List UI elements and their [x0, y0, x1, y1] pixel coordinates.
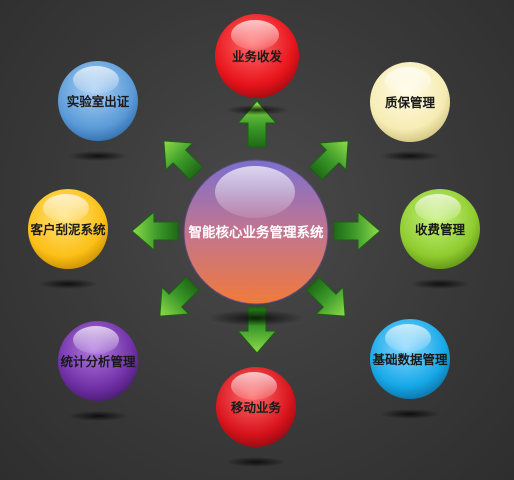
node-bottom-right: 基础数据管理: [370, 319, 450, 419]
arrow-to-left: [131, 210, 179, 252]
center-label: 智能核心业务管理系统: [189, 224, 324, 241]
arrow-to-right: [333, 210, 381, 252]
center-hub: 智能核心业务管理系统: [183, 159, 329, 326]
arrow-to-top-left: [163, 140, 204, 181]
node-right-label: 收费管理: [415, 222, 466, 237]
node-bottom-label: 移动业务: [231, 400, 282, 415]
node-left-label: 客户刮泥系统: [29, 222, 106, 237]
arrow-to-bottom-left: [159, 276, 200, 317]
node-bottom-right-label: 基础数据管理: [371, 352, 448, 367]
node-right: 收费管理: [400, 189, 480, 289]
node-top-left-label: 实验室出证: [67, 94, 130, 109]
node-bottom-left: 统计分析管理: [58, 321, 138, 421]
node-bottom-left-label: 统计分析管理: [60, 354, 136, 369]
arrow-to-bottom-right: [305, 276, 346, 317]
node-left: 客户刮泥系统: [28, 189, 108, 289]
arrow-to-top-right: [308, 140, 349, 181]
node-top: 业务收发: [215, 14, 299, 115]
node-top-right: 质保管理: [370, 62, 450, 161]
node-top-right-label: 质保管理: [385, 95, 436, 110]
node-bottom: 移动业务: [216, 367, 296, 467]
node-top-left: 实验室出证: [58, 61, 138, 161]
node-top-label: 业务收发: [232, 49, 283, 64]
